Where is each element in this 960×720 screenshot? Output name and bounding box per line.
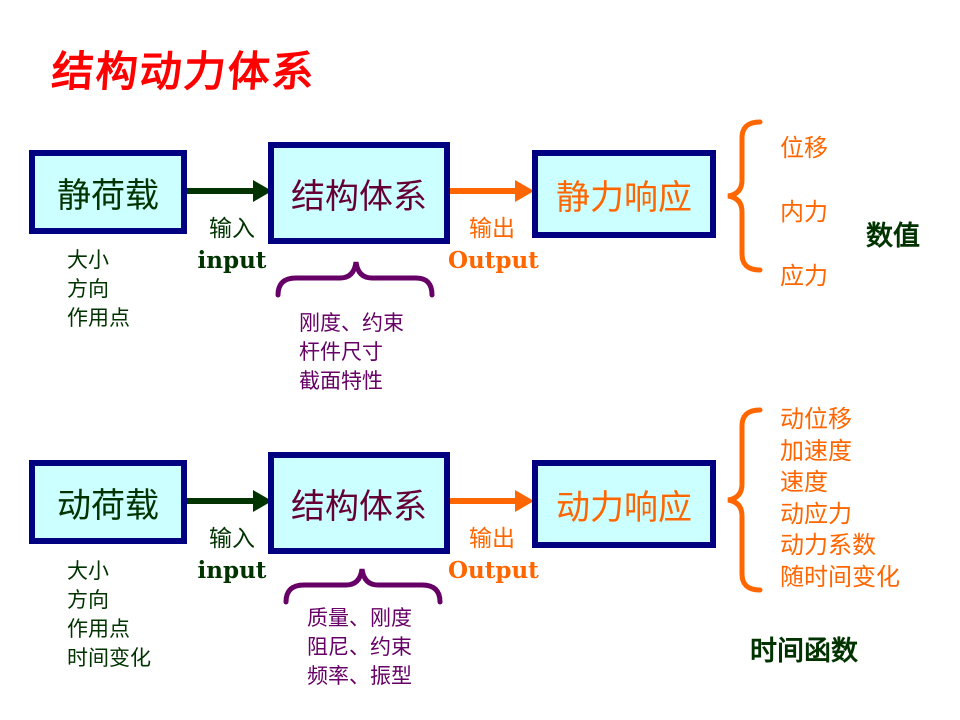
- dynamic-structure-label: 结构体系: [291, 486, 427, 527]
- dynamic-load-box: 动荷载: [29, 460, 187, 544]
- structure-prop: 杆件尺寸: [299, 340, 383, 364]
- load-prop: 作用点: [67, 617, 130, 641]
- dynamic-input-arrow: [186, 490, 272, 512]
- structure-prop: 截面特性: [299, 369, 383, 393]
- dynamic-structure-box: 结构体系: [268, 452, 450, 554]
- response-item: 应力: [780, 262, 828, 290]
- static-structure-box: 结构体系: [268, 142, 450, 244]
- static-response-box: 静力响应: [532, 150, 716, 238]
- static-response-type: 数值: [866, 221, 920, 252]
- load-prop: 大小: [67, 559, 109, 583]
- dynamic-response-type: 时间函数: [750, 636, 858, 667]
- structure-prop: 质量、刚度: [307, 606, 412, 630]
- dynamic-structure-brace: [283, 568, 443, 605]
- load-prop: 时间变化: [67, 646, 151, 670]
- dynamic-structure-props: 质量、刚度 阻尼、约束 频率、振型: [307, 604, 412, 691]
- static-input-arrow: [186, 180, 272, 202]
- input-label-en: input: [197, 247, 267, 274]
- response-item: 速度: [780, 468, 828, 496]
- static-structure-brace: [275, 261, 435, 298]
- response-item: 动力系数: [780, 531, 876, 559]
- input-label-cn: 输入: [209, 216, 255, 242]
- static-input-label: 输入 input: [192, 214, 272, 276]
- output-label-en: Output: [448, 557, 539, 584]
- response-item: 位移: [780, 134, 828, 162]
- static-load-label: 静荷载: [57, 175, 159, 216]
- static-response-label: 静力响应: [556, 177, 692, 218]
- dynamic-output-arrow: [450, 490, 534, 512]
- dynamic-response-items: 动位移 加速度 速度 动应力 动力系数 随时间变化: [780, 404, 900, 593]
- load-prop: 大小: [67, 248, 109, 272]
- load-prop: 方向: [67, 277, 109, 301]
- response-item: 加速度: [780, 436, 852, 465]
- load-prop: 方向: [67, 588, 109, 612]
- dynamic-input-label: 输入 input: [192, 524, 272, 586]
- input-label-cn: 输入: [209, 526, 255, 552]
- structure-prop: 阻尼、约束: [307, 635, 412, 659]
- static-load-props: 大小 方向 作用点: [67, 246, 130, 333]
- dynamic-output-label: 输出 Output: [448, 524, 539, 586]
- dynamic-load-props: 大小 方向 作用点 时间变化: [67, 557, 151, 673]
- response-item: 动位移: [780, 405, 852, 433]
- static-structure-label: 结构体系: [291, 176, 427, 217]
- structure-prop: 频率、振型: [307, 664, 412, 688]
- response-item: 动应力: [780, 499, 852, 528]
- output-label-cn: 输出: [469, 216, 515, 242]
- output-label-en: Output: [448, 247, 539, 274]
- static-structure-props: 刚度、约束 杆件尺寸 截面特性: [299, 309, 404, 396]
- dynamic-load-label: 动荷载: [57, 485, 159, 526]
- dynamic-response-box: 动力响应: [532, 460, 716, 548]
- dynamic-response-brace: [727, 407, 763, 593]
- output-label-cn: 输出: [469, 526, 515, 552]
- static-output-arrow: [450, 180, 534, 202]
- dynamic-response-label: 动力响应: [556, 487, 692, 528]
- static-response-items: 位移 内力 应力: [780, 116, 828, 308]
- input-label-en: input: [197, 557, 267, 584]
- static-load-box: 静荷载: [29, 150, 187, 234]
- response-item: 随时间变化: [780, 562, 900, 591]
- response-item: 内力: [780, 198, 828, 226]
- static-output-label: 输出 Output: [448, 214, 539, 276]
- load-prop: 作用点: [67, 306, 130, 330]
- structure-prop: 刚度、约束: [299, 311, 404, 335]
- static-response-brace: [727, 119, 763, 273]
